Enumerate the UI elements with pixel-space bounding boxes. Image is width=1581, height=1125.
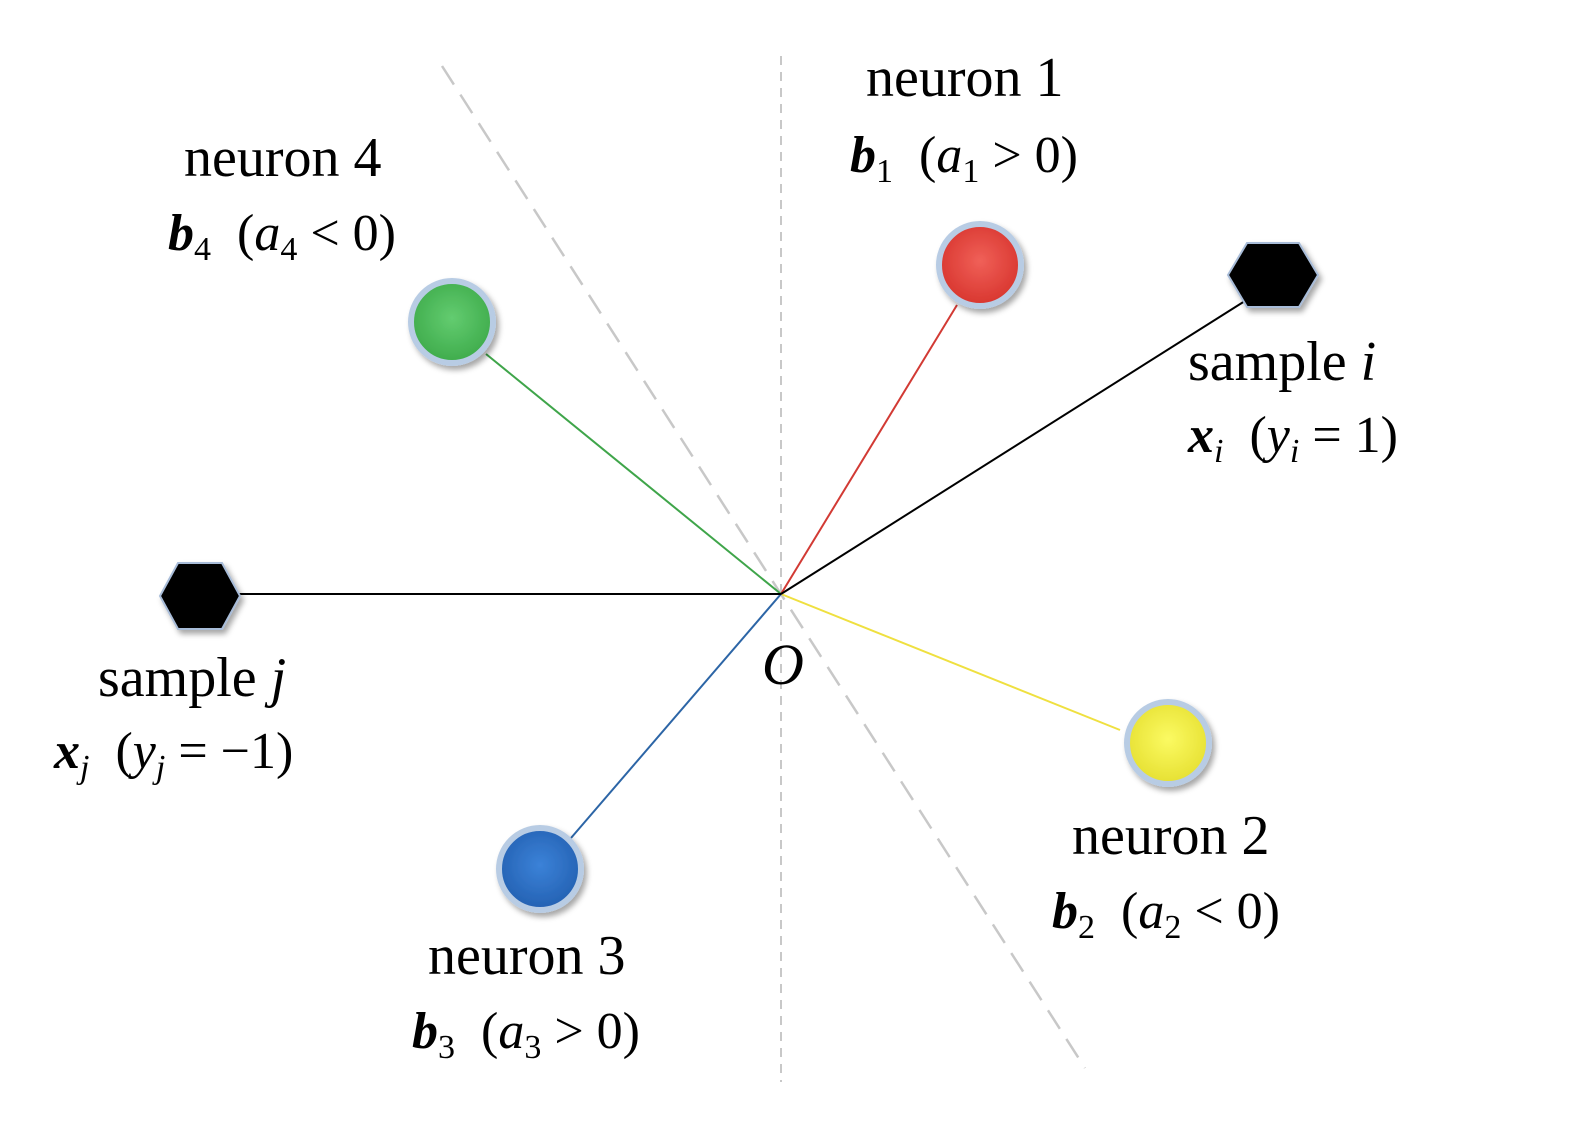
sample-i-connector — [780, 293, 1257, 595]
sample-j-cond-val: −1 — [220, 723, 276, 780]
sample-i-vector-sub: i — [1214, 433, 1224, 471]
sample-i-index: i — [1360, 331, 1377, 393]
sample-j-formula: xj (yj = −1) — [54, 723, 294, 787]
neuron-3-node — [496, 825, 584, 913]
neuron-4-node — [408, 278, 496, 366]
neuron-1-cond-var: a — [936, 127, 963, 184]
neuron-1-formula: b1 (a1 > 0) — [850, 127, 1078, 191]
neuron-3-connector — [570, 593, 782, 839]
neuron-1-cond-sub: 1 — [962, 153, 980, 191]
diagonal-dashed-boundary — [440, 65, 1087, 1069]
neuron-4-cond-val: 0 — [352, 205, 379, 262]
neuron-2-cond-val: 0 — [1236, 883, 1263, 940]
sample-j-vector: x — [54, 723, 80, 780]
sample-j-hexagon — [158, 562, 242, 630]
neuron-3-cond-sub: 3 — [524, 1029, 542, 1067]
sample-i-vector: x — [1188, 407, 1214, 464]
sample-i-cond-val: 1 — [1354, 407, 1381, 464]
neuron-4-formula: b4 (a4 < 0) — [168, 205, 396, 269]
neuron-3-vector-sub: 3 — [438, 1029, 455, 1067]
sample-i-name: sample i — [1188, 334, 1376, 390]
sample-j-index: j — [270, 647, 287, 709]
neuron-2-connector — [780, 593, 1121, 731]
neuron-2-cond-op: < — [1194, 883, 1224, 940]
neuron-2-node — [1124, 699, 1212, 787]
sample-i-formula: xi (yi = 1) — [1188, 407, 1398, 471]
neuron-1-vector-sub: 1 — [876, 153, 893, 191]
neuron-1-connector — [780, 304, 958, 595]
neuron-3-name: neuron 3 — [428, 925, 626, 987]
neuron-1-vector: b — [850, 127, 876, 184]
neuron-4-vector: b — [168, 205, 194, 262]
sample-j-vector-sub: j — [80, 749, 90, 787]
sample-j-cond-op: = — [178, 723, 208, 780]
neuron-4-vector-sub: 4 — [194, 231, 211, 269]
sample-i-cond-var: y — [1266, 407, 1290, 464]
sample-j-cond-sub: j — [155, 749, 166, 787]
sample-j-name: sample j — [98, 650, 286, 706]
neuron-4-name: neuron 4 — [184, 127, 382, 189]
neuron-1-node — [936, 221, 1024, 309]
neuron-4-cond-var: a — [254, 205, 281, 262]
neuron-1-cond-op: > — [992, 127, 1022, 184]
neuron-2-name: neuron 2 — [1072, 805, 1270, 867]
neuron-2-vector: b — [1052, 883, 1078, 940]
neuron-2-formula: b2 (a2 < 0) — [1052, 883, 1280, 947]
neuron-4-connector — [485, 353, 782, 595]
sample-i-cond-sub: i — [1289, 433, 1300, 471]
neuron-3-cond-op: > — [554, 1003, 584, 1060]
sample-i-cond-op: = — [1312, 407, 1342, 464]
sample-j-name-text: sample — [98, 647, 257, 709]
sample-j-cond-var: y — [132, 723, 156, 780]
neuron-3-cond-var: a — [498, 1003, 525, 1060]
neuron-4-cond-sub: 4 — [280, 231, 298, 269]
neuron-1-name: neuron 1 — [866, 47, 1064, 109]
origin-label: O — [762, 632, 804, 697]
neuron-2-cond-sub: 2 — [1164, 909, 1182, 947]
neuron-3-vector: b — [412, 1003, 438, 1060]
neuron-2-cond-var: a — [1138, 883, 1165, 940]
neuron-3-formula: b3 (a3 > 0) — [412, 1003, 640, 1067]
sample-i-hexagon — [1226, 242, 1320, 308]
neuron-3-cond-val: 0 — [596, 1003, 623, 1060]
neuron-1-cond-val: 0 — [1034, 127, 1061, 184]
neuron-2-vector-sub: 2 — [1078, 909, 1095, 947]
sample-i-name-text: sample — [1188, 331, 1347, 393]
neuron-4-cond-op: < — [310, 205, 340, 262]
